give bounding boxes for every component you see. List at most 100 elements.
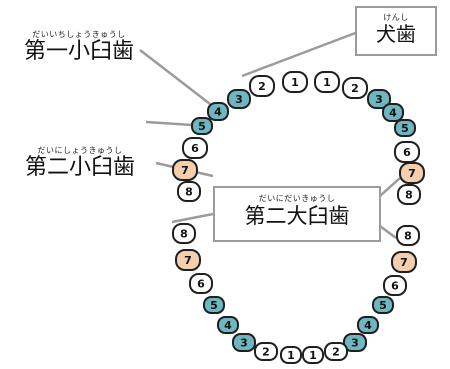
tooth-tooth: 8	[177, 181, 201, 202]
tooth-number: 2	[351, 82, 359, 95]
tooth-shape	[357, 316, 379, 334]
label-first-premolar-ruby: だいいちしょうきゅうし	[32, 30, 126, 39]
first-molar-tooth: 7	[391, 251, 417, 273]
tooth-tooth: 8	[397, 184, 421, 205]
tooth-shape	[396, 225, 420, 246]
tooth-shape	[382, 103, 404, 122]
tooth-shape	[394, 119, 416, 137]
first-molar-tooth: 7	[172, 159, 198, 181]
tooth-shape	[177, 181, 201, 202]
first-molar-tooth: 7	[399, 162, 425, 184]
tooth-number: 7	[181, 164, 189, 177]
tooth-shape	[314, 71, 340, 93]
tooth-shape	[175, 249, 201, 271]
label-canine-ruby: けんし	[383, 13, 409, 22]
second-premolar-tooth: 5	[203, 296, 225, 314]
tooth-number: 8	[185, 186, 193, 199]
second-premolar-tooth: 5	[372, 296, 394, 314]
tooth-number: 2	[258, 80, 266, 93]
tooth-number: 4	[364, 319, 372, 332]
label-first-premolar: だいいちしょうきゅうし 第一小臼歯	[14, 30, 144, 77]
tooth-tooth: 2	[324, 342, 348, 361]
tooth-number: 1	[309, 349, 317, 362]
tooth-shape	[282, 71, 308, 93]
tooth-shape	[232, 333, 256, 352]
tooth-shape	[172, 159, 198, 181]
tooth-number: 4	[224, 319, 232, 332]
tooth-number: 8	[404, 230, 412, 243]
tooth-tooth: 2	[254, 342, 278, 361]
first-molar-tooth: 7	[175, 249, 201, 271]
leader-line	[241, 30, 359, 78]
canine-tooth: 3	[367, 89, 391, 109]
tooth-shape	[254, 342, 278, 361]
leader-line	[145, 120, 193, 127]
tooth-number: 7	[408, 167, 416, 180]
tooth-shape	[383, 275, 407, 296]
tooth-shape	[367, 89, 391, 109]
tooth-shape	[189, 273, 213, 294]
second-premolar-tooth: 5	[394, 119, 416, 137]
tooth-tooth: 6	[189, 273, 213, 294]
tooth-number: 5	[210, 299, 218, 312]
tooth-tooth: 8	[396, 225, 420, 246]
leader-line	[379, 225, 397, 239]
tooth-tooth: 6	[383, 275, 407, 296]
tooth-tooth: 1	[314, 71, 340, 93]
tooth-number: 6	[391, 280, 399, 293]
first-premolar-tooth: 4	[382, 103, 404, 122]
label-canine-text: 犬歯	[376, 22, 416, 46]
tooth-number: 2	[262, 346, 270, 359]
tooth-shape	[203, 296, 225, 314]
canine-tooth: 3	[232, 333, 256, 352]
tooth-shape	[249, 75, 275, 97]
tooth-number: 6	[197, 278, 205, 291]
tooth-number: 2	[332, 346, 340, 359]
tooth-number: 7	[184, 254, 192, 267]
tooth-number: 7	[400, 256, 408, 269]
tooth-shape	[172, 223, 196, 244]
tooth-shape	[372, 296, 394, 314]
canine-tooth: 3	[343, 333, 367, 352]
tooth-number: 3	[240, 337, 248, 350]
leader-line	[171, 212, 214, 224]
tooth-tooth: 2	[342, 77, 368, 99]
tooth-number: 8	[180, 228, 188, 241]
label-second-premolar-text: 第二小臼歯	[24, 155, 135, 180]
tooth-number: 4	[214, 106, 222, 119]
tooth-shape	[191, 117, 213, 135]
tooth-number: 5	[198, 120, 206, 133]
tooth-number: 4	[389, 107, 397, 120]
tooth-number: 8	[405, 189, 413, 202]
tooth-number: 1	[287, 349, 295, 362]
tooth-shape	[182, 137, 208, 159]
tooth-number: 1	[291, 76, 299, 89]
label-first-premolar-text: 第一小臼歯	[23, 39, 134, 64]
tooth-shape	[399, 162, 425, 184]
second-premolar-tooth: 5	[191, 117, 213, 135]
tooth-shape	[391, 251, 417, 273]
tooth-number: 6	[403, 146, 411, 159]
tooth-shape	[343, 333, 367, 352]
canine-tooth: 3	[227, 89, 251, 109]
tooth-shape	[280, 346, 302, 364]
leader-line	[379, 177, 401, 197]
tooth-tooth: 1	[302, 346, 324, 364]
tooth-tooth: 1	[280, 346, 302, 364]
label-second-molar-ruby: だいにだいきゅうし	[258, 194, 336, 203]
tooth-shape	[227, 89, 251, 109]
label-canine: けんし 犬歯	[355, 6, 437, 56]
label-second-premolar: だいにしょうきゅうし 第二小臼歯	[14, 146, 146, 189]
tooth-number: 1	[323, 76, 331, 89]
tooth-shape	[302, 346, 324, 364]
tooth-shape	[324, 342, 348, 361]
leader-lines	[139, 30, 401, 239]
tooth-tooth: 6	[394, 141, 420, 163]
tooth-number: 3	[235, 93, 243, 106]
label-second-molar-text: 第二大臼歯	[244, 204, 350, 228]
tooth-tooth: 6	[182, 137, 208, 159]
tooth-shape	[207, 102, 229, 121]
first-premolar-tooth: 4	[207, 102, 229, 121]
